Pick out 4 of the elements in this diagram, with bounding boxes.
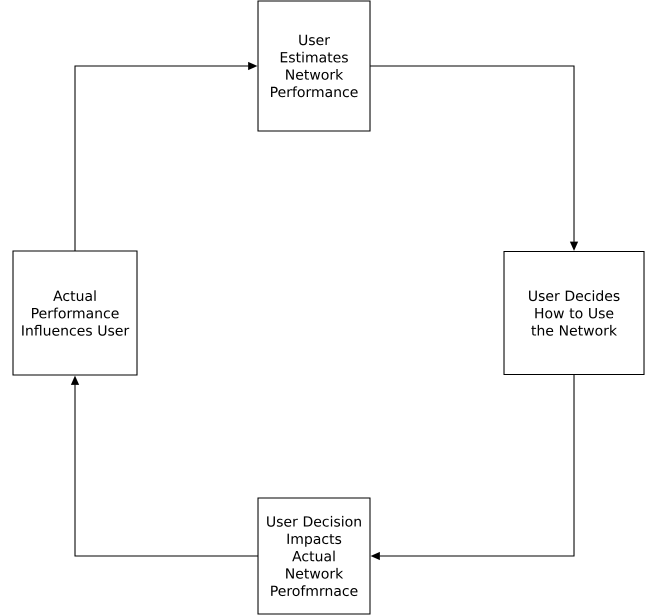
process-box: User Decision Impacts Actual Network Perofmrnace — [257, 497, 371, 615]
process-box: User Decides How to Use the Network — [503, 250, 645, 376]
process-box: User Estimates Network Performance — [257, 0, 371, 132]
process-box: Actual Performance Influences User — [12, 250, 138, 376]
